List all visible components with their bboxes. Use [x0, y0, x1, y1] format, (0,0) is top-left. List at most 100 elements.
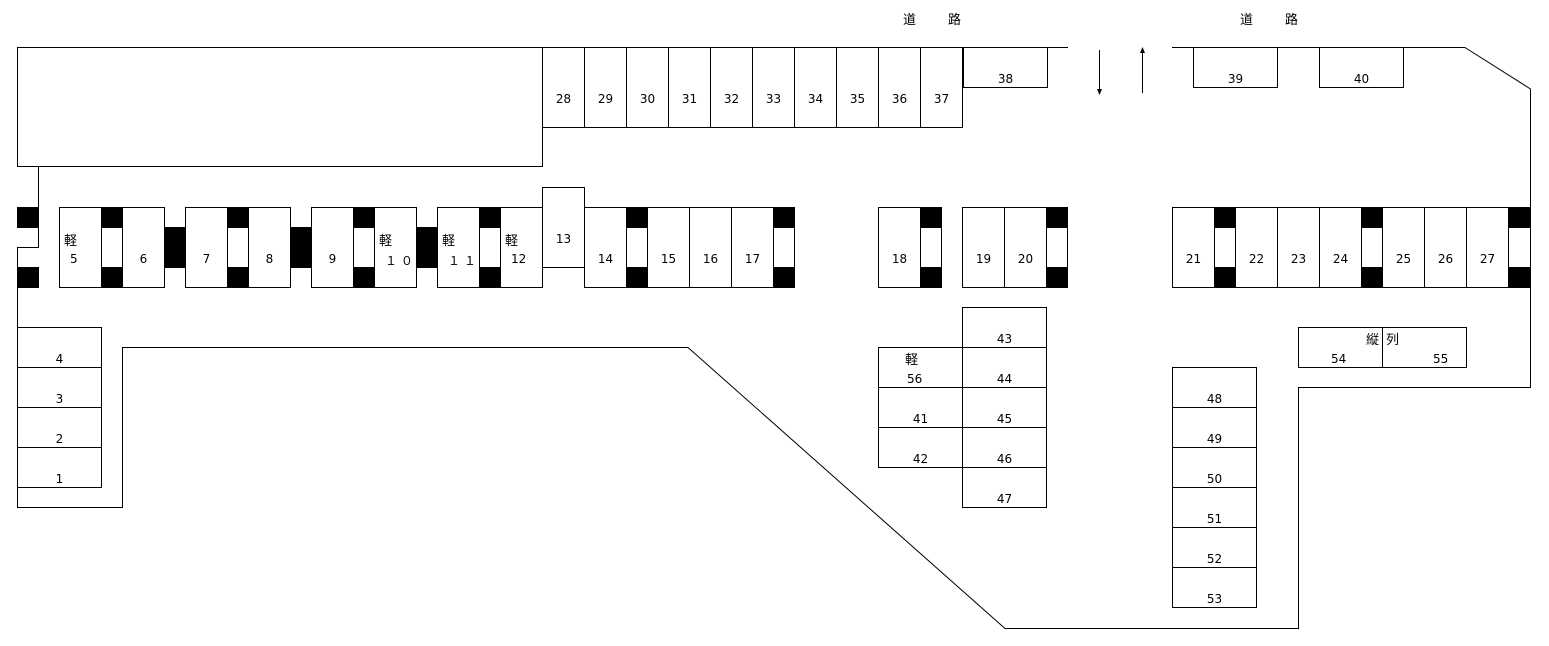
parking-slot-40[interactable]: 40	[1319, 47, 1404, 88]
parking-slot-4[interactable]: 4	[17, 327, 102, 368]
slot-number: 28	[555, 92, 572, 106]
parking-slot-28[interactable]: 28	[542, 47, 585, 128]
pillar	[17, 207, 39, 228]
slot-number: 17	[744, 252, 761, 266]
pillar	[353, 267, 375, 288]
slot-number: 35	[849, 92, 866, 106]
slot-number: 44	[996, 372, 1013, 386]
parking-slot-24[interactable]: 24	[1319, 207, 1362, 288]
parking-slot-17[interactable]: 17	[731, 207, 774, 288]
light-car-label: 軽	[505, 234, 519, 249]
building	[17, 47, 543, 167]
slot-number: 43	[996, 332, 1013, 346]
pillar	[416, 227, 438, 268]
parking-slot-29[interactable]: 29	[584, 47, 627, 128]
parking-slot-1[interactable]: 1	[17, 447, 102, 488]
pillar	[227, 207, 249, 228]
parking-slot-48[interactable]: 48	[1172, 367, 1257, 408]
parking-slot-16[interactable]: 16	[689, 207, 732, 288]
light-car-label: 軽	[442, 234, 456, 249]
pillar	[479, 207, 501, 228]
parking-slot-27[interactable]: 27	[1466, 207, 1509, 288]
slot-number: 8	[265, 252, 274, 266]
down-arrow-icon	[1097, 89, 1102, 95]
parking-slot-21[interactable]: 21	[1172, 207, 1215, 288]
pillar	[290, 227, 312, 268]
slot-number: 27	[1479, 252, 1496, 266]
slot-number: 14	[597, 252, 614, 266]
slot-number: 15	[660, 252, 677, 266]
pillar	[773, 207, 795, 228]
parking-slot-47[interactable]: 47	[962, 467, 1047, 508]
parking-slot-26[interactable]: 26	[1424, 207, 1467, 288]
slot-number: 53	[1206, 592, 1223, 606]
pillar	[1361, 207, 1383, 228]
parking-slot-42[interactable]: 42	[878, 427, 963, 468]
parking-slot-13[interactable]: 13	[542, 187, 585, 268]
slot-number: 32	[723, 92, 740, 106]
slot-number: 21	[1185, 252, 1202, 266]
parking-slot-55[interactable]: 55	[1382, 327, 1467, 368]
parking-slot-32[interactable]: 32	[710, 47, 753, 128]
parking-slot-44[interactable]: 44	[962, 347, 1047, 388]
parking-slot-23[interactable]: 23	[1277, 207, 1320, 288]
light-car-label: 軽	[905, 353, 919, 368]
pillar	[1361, 267, 1383, 288]
left-wall-upper	[17, 166, 39, 327]
parking-slot-37[interactable]: 37	[920, 47, 963, 128]
parking-slot-14[interactable]: 14	[584, 207, 627, 288]
pillar	[773, 267, 795, 288]
parking-slot-8[interactable]: 8	[248, 207, 291, 288]
parking-slot-7[interactable]: 7	[185, 207, 228, 288]
up-arrow-icon	[1140, 47, 1145, 53]
slot-number: 23	[1290, 252, 1307, 266]
parking-slot-39[interactable]: 39	[1193, 47, 1278, 88]
parking-slot-53[interactable]: 53	[1172, 567, 1257, 608]
slot-number: 40	[1353, 72, 1370, 86]
pillar	[626, 207, 648, 228]
parking-slot-2[interactable]: 2	[17, 407, 102, 448]
pillar	[1508, 267, 1531, 288]
parking-slot-49[interactable]: 49	[1172, 407, 1257, 448]
slot-number: 52	[1206, 552, 1223, 566]
parking-slot-34[interactable]: 34	[794, 47, 837, 128]
parking-slot-50[interactable]: 50	[1172, 447, 1257, 488]
pillar	[1214, 207, 1236, 228]
pillar	[101, 207, 123, 228]
slot-number: 5	[70, 252, 78, 266]
slot-number: 31	[681, 92, 698, 106]
parking-slot-9[interactable]: 9	[311, 207, 354, 288]
parking-slot-3[interactable]: 3	[17, 367, 102, 408]
pillar	[353, 207, 375, 228]
pillar	[920, 267, 942, 288]
parking-slot-33[interactable]: 33	[752, 47, 795, 128]
parking-slot-25[interactable]: 25	[1382, 207, 1425, 288]
parking-slot-20[interactable]: 20	[1004, 207, 1047, 288]
slot-number: 54	[1331, 352, 1347, 366]
parking-slot-22[interactable]: 22	[1235, 207, 1278, 288]
parking-slot-19[interactable]: 19	[962, 207, 1005, 288]
parking-slot-51[interactable]: 51	[1172, 487, 1257, 528]
parking-slot-52[interactable]: 52	[1172, 527, 1257, 568]
parking-slot-18[interactable]: 18	[878, 207, 921, 288]
parking-slot-30[interactable]: 30	[626, 47, 669, 128]
parking-slot-46[interactable]: 46	[962, 427, 1047, 468]
parking-slot-15[interactable]: 15	[647, 207, 690, 288]
parking-slot-36[interactable]: 36	[878, 47, 921, 128]
parking-slot-35[interactable]: 35	[836, 47, 879, 128]
tandem-label: 縦	[1366, 333, 1380, 348]
parking-slot-38[interactable]: 38	[963, 47, 1048, 88]
parking-slot-45[interactable]: 45	[962, 387, 1047, 428]
parking-slot-6[interactable]: 6	[122, 207, 165, 288]
parking-slot-41[interactable]: 41	[878, 387, 963, 428]
pillar	[1046, 207, 1068, 228]
parking-slot-31[interactable]: 31	[668, 47, 711, 128]
parking-slot-43[interactable]: 43	[962, 307, 1047, 348]
slot-number: 47	[996, 492, 1013, 506]
